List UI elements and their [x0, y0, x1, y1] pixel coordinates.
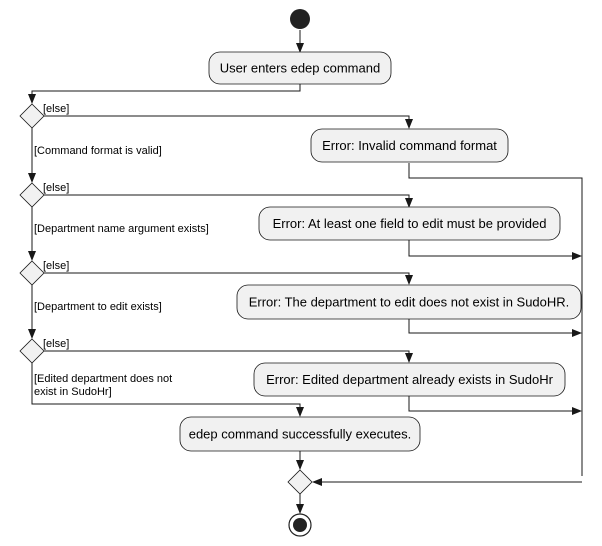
arrowhead [312, 478, 322, 486]
edge-error-1-bus [408, 163, 583, 476]
guard-format-valid: [Command format is valid] [34, 145, 162, 157]
guard-else-2: [else] [43, 182, 69, 194]
arrowhead [572, 407, 582, 415]
action-error-not-exist-label: Error: The department to edit does not e… [249, 295, 570, 310]
edge-error-2-bus [408, 240, 576, 257]
arrowhead [28, 94, 36, 104]
edge-error-4-bus [408, 396, 576, 412]
arrowhead [405, 353, 413, 363]
arrowhead [28, 173, 36, 183]
arrowhead [296, 504, 304, 514]
merge-node [287, 469, 313, 495]
arrowhead [28, 329, 36, 339]
arrowhead [296, 43, 304, 53]
action-user-enters: User enters edep command [208, 51, 392, 85]
decision-duplicate [19, 338, 45, 364]
arrowhead [572, 329, 582, 337]
edge-input-to-decision-1 [31, 84, 301, 100]
action-error-no-field-label: Error: At least one field to edit must b… [273, 216, 547, 231]
arrowhead [572, 252, 582, 260]
arrowhead [28, 251, 36, 261]
arrowhead [405, 275, 413, 285]
action-success-label: edep command successfully executes. [189, 427, 412, 442]
action-error-invalid-format-label: Error: Invalid command format [322, 138, 497, 153]
decision-name-arg [19, 182, 45, 208]
guard-dept-exists: [Department to edit exists] [34, 301, 162, 313]
start-node [290, 9, 310, 29]
edges [28, 30, 583, 514]
edge-else-1 [44, 115, 410, 124]
decision-dept-exists [19, 260, 45, 286]
action-user-enters-label: User enters edep command [220, 61, 380, 76]
guard-else-3: [else] [43, 260, 69, 272]
action-error-no-field: Error: At least one field to edit must b… [258, 206, 561, 241]
edge-else-3 [44, 272, 410, 280]
guard-name-arg-exists: [Department name argument exists] [34, 223, 209, 235]
end-node [288, 513, 312, 537]
action-error-invalid-format: Error: Invalid command format [310, 128, 509, 163]
guard-else-4: [else] [43, 338, 69, 350]
edge-else-4 [44, 350, 410, 358]
guard-not-exist-line1: [Edited department does not [34, 373, 172, 385]
edge-else-2 [44, 194, 410, 203]
arrowhead [405, 198, 413, 208]
action-error-already-exists-label: Error: Edited department already exists … [266, 372, 554, 387]
arrowhead [405, 119, 413, 129]
guard-else-1: [else] [43, 103, 69, 115]
action-success: edep command successfully executes. [179, 416, 421, 452]
edge-error-3-bus [408, 319, 576, 334]
action-error-already-exists: Error: Edited department already exists … [253, 362, 566, 397]
guard-not-exist-line2: exist in SudoHr] [34, 386, 112, 398]
decision-format [19, 103, 45, 129]
arrowhead [296, 460, 304, 470]
action-error-not-exist: Error: The department to edit does not e… [236, 284, 582, 320]
arrowhead [296, 407, 304, 417]
